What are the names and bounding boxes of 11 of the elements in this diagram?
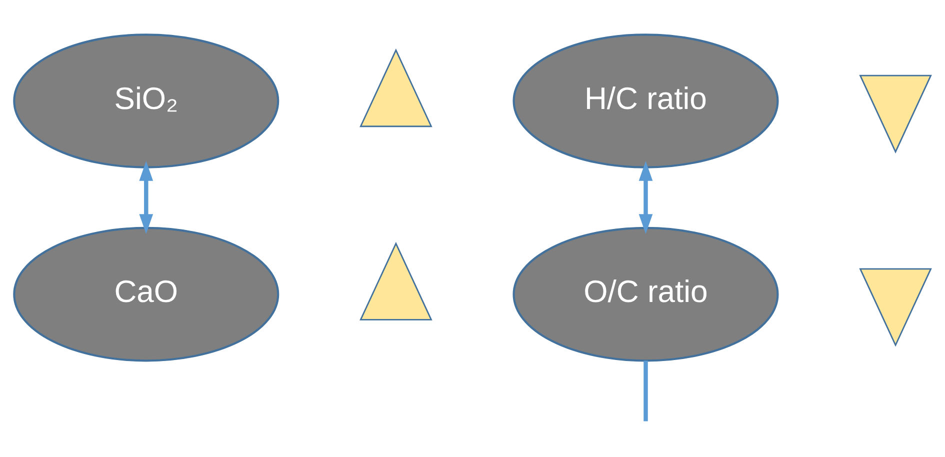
connector [644, 360, 648, 422]
arrow [638, 161, 653, 234]
node-ellipse: O/C ratio [512, 226, 779, 362]
node-up-arrow [360, 48, 432, 128]
node-down-arrow [859, 268, 932, 347]
node-ellipse: CaO [13, 226, 280, 362]
node-ellipse: H/C ratio [512, 34, 779, 168]
node-up-arrow [360, 242, 432, 320]
node-ellipse: SiO₂ [13, 34, 280, 168]
arrow [139, 161, 154, 234]
node-down-arrow [859, 74, 932, 154]
